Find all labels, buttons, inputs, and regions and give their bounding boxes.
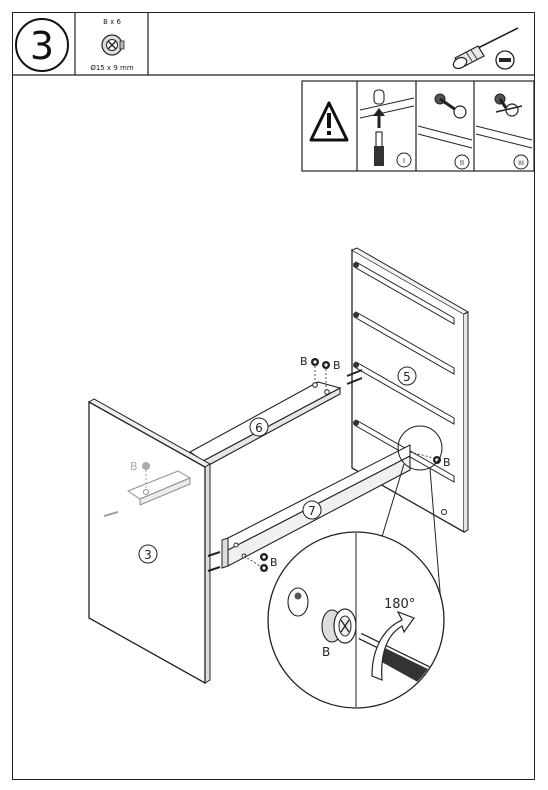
detail-magnifier: B 180° bbox=[267, 531, 445, 709]
panel-label-3: 3 bbox=[138, 544, 158, 564]
detail-fitting-label: B bbox=[322, 645, 330, 659]
svg-text:5: 5 bbox=[403, 370, 411, 384]
part-quantity: B x 6 bbox=[103, 18, 121, 26]
sub-step-label: III bbox=[518, 159, 524, 167]
ghost-shelf-fitting: B bbox=[103, 460, 192, 517]
svg-text:6: 6 bbox=[255, 421, 263, 435]
top-shelf-6: 6 bbox=[188, 381, 342, 467]
panel-label-7: 7 bbox=[302, 500, 322, 520]
panel-label-5: 5 bbox=[397, 366, 417, 386]
sub-step-2: II bbox=[417, 93, 473, 170]
shelf-fittings: B B bbox=[300, 355, 363, 390]
svg-text:3: 3 bbox=[144, 548, 152, 562]
fitting-label: B bbox=[130, 460, 138, 473]
fitting-label: B bbox=[443, 456, 451, 469]
sub-step-3: III bbox=[475, 93, 533, 170]
sub-step-1: I bbox=[359, 89, 415, 168]
step-number: 3 bbox=[30, 24, 54, 68]
instruction-sheet bbox=[12, 12, 535, 780]
sub-step-label: I bbox=[403, 157, 405, 165]
rail-7: 7 bbox=[221, 444, 411, 569]
panel-label-6: 6 bbox=[249, 417, 269, 437]
screwdriver-icon bbox=[452, 27, 519, 70]
rail-fittings: B B bbox=[207, 451, 451, 572]
svg-text:7: 7 bbox=[308, 504, 316, 518]
side-panel-3: 3 bbox=[88, 398, 211, 685]
fitting-label: B bbox=[300, 355, 308, 368]
warning-panel: I II III bbox=[301, 80, 535, 172]
cam-lock-fitting-icon bbox=[101, 34, 125, 56]
cam-fitting-detail bbox=[321, 608, 357, 644]
parts-box: B x 6 Ø15 x 9 mm bbox=[90, 18, 134, 72]
step-number-badge: 3 bbox=[15, 18, 69, 72]
rotation-label: 180° bbox=[384, 597, 415, 612]
fitting-label: B bbox=[270, 556, 278, 569]
fitting-label: B bbox=[333, 359, 341, 372]
warning-triangle-icon bbox=[309, 101, 349, 142]
flat-head-tip-icon bbox=[495, 50, 515, 70]
sub-step-label: II bbox=[460, 159, 464, 167]
rotation-arrow-icon bbox=[371, 610, 415, 681]
part-dimension: Ø15 x 9 mm bbox=[90, 64, 134, 72]
